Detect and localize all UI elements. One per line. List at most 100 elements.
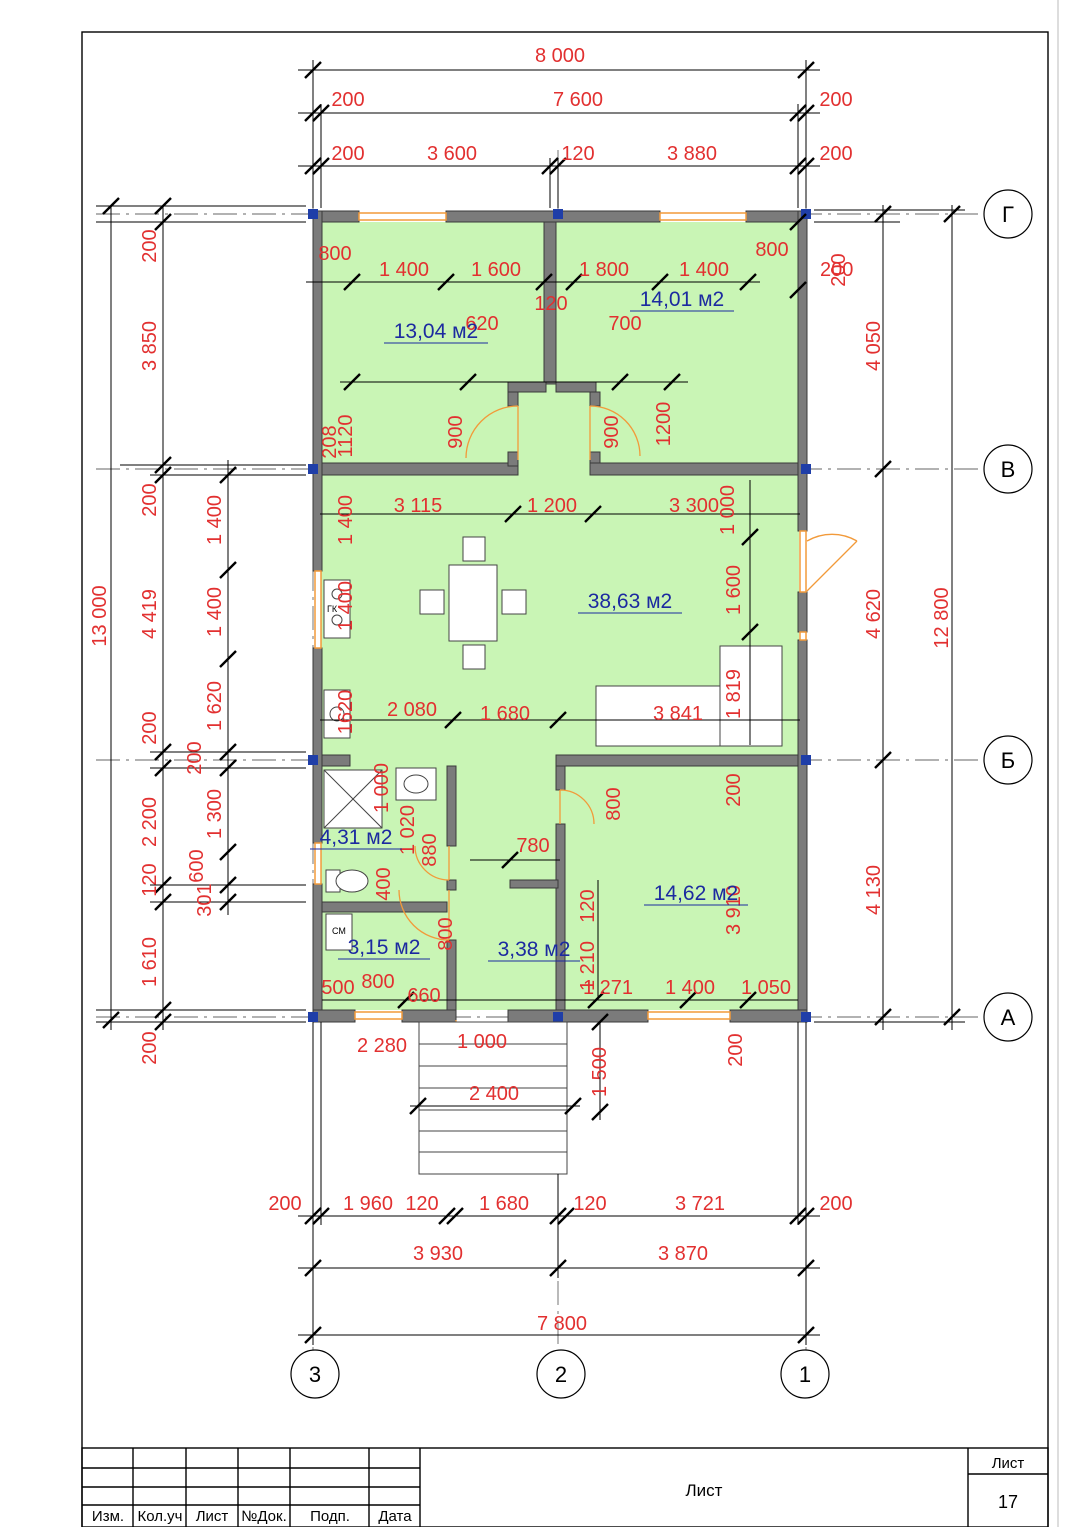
- room-area-bedroom-1: 13,04 м2: [394, 320, 479, 343]
- dim-left-in-1300: 1 300: [204, 789, 226, 839]
- dim-int-700: 700: [608, 313, 641, 335]
- axis-bubble-a[interactable]: А: [983, 992, 1033, 1042]
- dim-int-3115: 3 115: [394, 495, 443, 517]
- axis-bubble-1[interactable]: 1: [780, 1349, 830, 1399]
- dim-int-1680: 1 680: [480, 703, 530, 725]
- dim-ext-2280: 2 280: [357, 1035, 407, 1057]
- tb-header-podp: Подп.: [310, 1508, 350, 1525]
- dim-ext-200: 200: [725, 1033, 747, 1066]
- dim-bot-1680: 1 680: [479, 1193, 529, 1215]
- dim-right-total: 12 800: [931, 587, 953, 648]
- title-block: Изм. Кол.уч Лист №Док. Подп. Дата Лист Л…: [81, 1447, 1049, 1527]
- boiler-label: ГК: [327, 604, 338, 614]
- tb-header-list: Лист: [196, 1508, 229, 1525]
- dim-int-880: 880: [419, 833, 441, 866]
- dim-int-1800: 1 800: [579, 259, 629, 281]
- dim-bot-120a: 120: [405, 1193, 438, 1215]
- dim-int-400: 400: [373, 867, 395, 900]
- dim-int-1400b: 1 400: [679, 259, 729, 281]
- dim-bot-200-right: 200: [819, 1193, 852, 1215]
- dim-int-1819: 1 819: [723, 669, 745, 719]
- dim-bot-3930: 3 930: [413, 1243, 463, 1265]
- windows: [314, 212, 807, 1020]
- dim-int-800v: 800: [603, 787, 625, 820]
- room-area-laundry: 3,15 м2: [348, 936, 421, 959]
- dim-int-1400v: 1 400: [335, 495, 357, 545]
- dim-left-3850: 3 850: [139, 321, 161, 371]
- dim-left-200d: 200: [139, 1031, 161, 1064]
- chair-left: [419, 589, 445, 615]
- dim-int-1600: 1 600: [471, 259, 521, 281]
- dim-left-in-600: 600: [186, 849, 208, 882]
- tb-header-izm: Изм.: [92, 1508, 124, 1525]
- room-area-hall: 3,38 м2: [498, 938, 571, 961]
- dim-top-200-right: 200: [819, 89, 852, 111]
- dim-int-1120: 1120: [335, 414, 357, 457]
- dim-left-200a: 200: [139, 229, 161, 262]
- dim-top-total: 8 000: [535, 45, 585, 67]
- tb-sheet-name: Лист: [686, 1481, 723, 1500]
- axis-label-v: В: [1001, 457, 1016, 482]
- tb-header-doc: №Док.: [241, 1508, 287, 1525]
- axis-bubble-g[interactable]: Г: [983, 189, 1033, 239]
- dimension-labels: 8 000 200 7 600 200 200 3 600 120 3 880 …: [89, 45, 953, 1335]
- dim-right-200a: 200: [828, 253, 850, 286]
- dim-int-800c: 800: [435, 917, 457, 950]
- dim-int-1400a: 1 400: [379, 259, 429, 281]
- dim-int-3841: 3 841: [653, 703, 703, 725]
- dim-int-1200h: 1 200: [527, 495, 577, 517]
- axis-bubbles[interactable]: Г В Б А 3 2 1: [290, 189, 1033, 1399]
- washer-label: СМ: [332, 926, 346, 936]
- dim-left-4419: 4 419: [139, 589, 161, 639]
- dim-top3-3880: 3 880: [667, 143, 717, 165]
- dim-int-1400k: 1 400: [335, 581, 357, 631]
- axis-bubble-v[interactable]: В: [983, 444, 1033, 494]
- dim-int-620: 620: [465, 313, 498, 335]
- room-area-bedroom-3: 14,62 м2: [654, 882, 739, 905]
- dim-int-800a: 800: [318, 243, 351, 265]
- dim-top-7600: 7 600: [553, 89, 603, 111]
- dim-int-800d: 800: [361, 971, 394, 993]
- dim-int-1271: 1 271: [583, 977, 633, 999]
- axis-label-3: 3: [309, 1362, 321, 1387]
- dining-table: [448, 564, 498, 642]
- washing-machine: [325, 913, 353, 951]
- dim-left-total: 13 000: [89, 585, 111, 646]
- dim-left-in-1400a: 1 400: [204, 495, 226, 545]
- axis-bubble-b[interactable]: Б: [983, 735, 1033, 785]
- dimension-lines: [96, 60, 965, 1345]
- dim-int-900b: 900: [601, 415, 623, 448]
- furniture: СМ ГК: [323, 536, 783, 951]
- dim-top-200-left: 200: [331, 89, 364, 111]
- dim-left-in-1400b: 1 400: [204, 587, 226, 637]
- dim-int-900a: 900: [445, 415, 467, 448]
- dim-int-3910: 3 910: [723, 885, 745, 935]
- dim-bot-total: 7 800: [537, 1313, 587, 1335]
- dim-int-120: 120: [534, 293, 567, 315]
- dim-top3-3600: 3 600: [427, 143, 477, 165]
- dim-right-4050: 4 050: [863, 321, 885, 371]
- axis-label-1: 1: [799, 1362, 811, 1387]
- dim-right-4620: 4 620: [863, 589, 885, 639]
- dim-int-780: 780: [516, 835, 549, 857]
- dim-int-1000b: 1 000: [371, 763, 393, 813]
- tb-sheet-label: Лист: [992, 1455, 1025, 1472]
- axis-bubble-2[interactable]: 2: [536, 1349, 586, 1399]
- dim-int-1050: 1 050: [741, 977, 791, 999]
- dim-left-1610: 1 610: [139, 937, 161, 987]
- dim-int-1210: 1 210: [577, 941, 599, 991]
- tb-sheet-number: 17: [998, 1492, 1018, 1512]
- room-area-living: 38,63 м2: [588, 590, 673, 613]
- dim-right-200-horiz: 200: [820, 259, 853, 281]
- chair-bottom: [462, 644, 486, 670]
- tb-header-kol: Кол.уч: [138, 1508, 183, 1525]
- dim-left-in-200: 200: [184, 741, 206, 774]
- dim-top3-200-left: 200: [331, 143, 364, 165]
- dim-ext-2400: 2 400: [469, 1083, 519, 1105]
- axis-label-a: А: [1001, 1005, 1016, 1030]
- axis-bubble-3[interactable]: 3: [290, 1349, 340, 1399]
- dim-int-1000v: 1 000: [717, 485, 739, 535]
- chair-top: [462, 536, 486, 562]
- dim-left-2200: 2 200: [139, 797, 161, 847]
- dim-int-1400c: 1 400: [665, 977, 715, 999]
